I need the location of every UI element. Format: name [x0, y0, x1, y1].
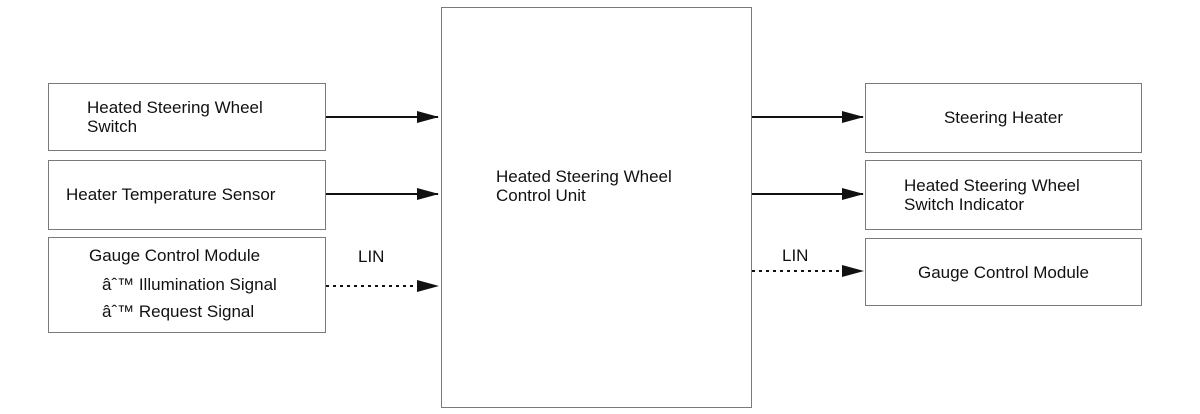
- input-lin-label: LIN: [358, 247, 385, 266]
- input-gauge-illumination-signal: âˆ™ Illumination Signal: [102, 275, 277, 294]
- input-box-temperature-sensor: Heater Temperature Sensor: [48, 160, 326, 230]
- control-unit-label-line1: Heated Steering Wheel: [496, 167, 672, 186]
- output-steering-heater-label: Steering Heater: [943, 108, 1064, 127]
- input-gauge-module-title: Gauge Control Module: [89, 246, 261, 265]
- output-box-steering-heater: Steering Heater: [865, 83, 1142, 153]
- input-switch-label-line2: Switch: [87, 117, 138, 136]
- input-box-switch: Heated Steering Wheel Switch: [48, 83, 326, 151]
- output-gauge-module-label: Gauge Control Module: [917, 263, 1090, 282]
- output-box-gauge-control-module: Gauge Control Module: [865, 238, 1142, 306]
- input-gauge-request-signal: âˆ™ Request Signal: [102, 302, 255, 321]
- output-lin-label: LIN: [782, 246, 809, 265]
- input-box-gauge-control-module: Gauge Control Module âˆ™ Illumination Si…: [48, 237, 326, 333]
- output-switch-indicator-line1: Heated Steering Wheel: [904, 176, 1080, 195]
- control-unit-label-line2: Control Unit: [496, 186, 586, 205]
- control-unit-box: Heated Steering Wheel Control Unit: [441, 7, 752, 408]
- output-box-switch-indicator: Heated Steering Wheel Switch Indicator: [865, 160, 1142, 230]
- output-switch-indicator-line2: Switch Indicator: [904, 195, 1024, 214]
- input-temperature-sensor-label: Heater Temperature Sensor: [66, 185, 276, 204]
- input-switch-label-line1: Heated Steering Wheel: [87, 98, 263, 117]
